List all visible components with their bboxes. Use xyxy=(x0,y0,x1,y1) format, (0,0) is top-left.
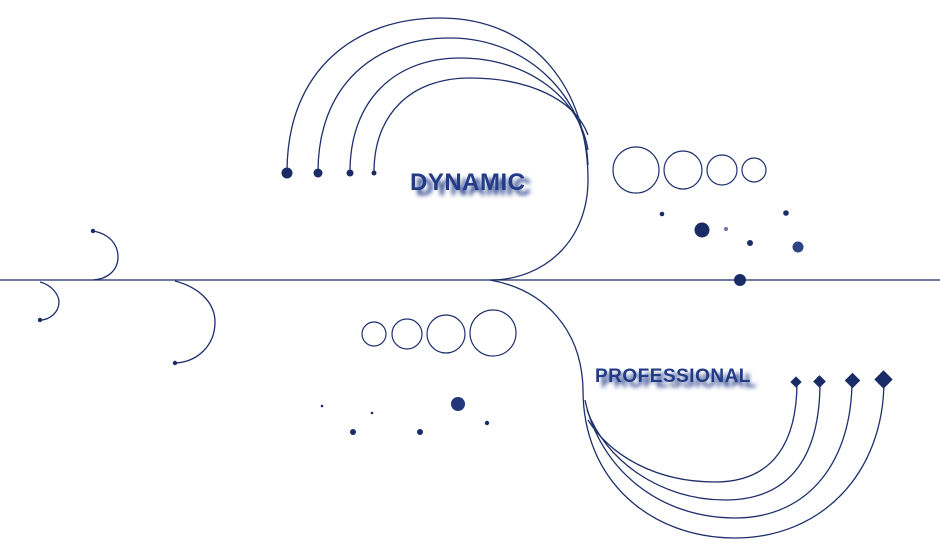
endpoint-dot xyxy=(371,170,377,176)
left-scatter-dots xyxy=(320,397,490,435)
bottom-arc-endpoints xyxy=(790,370,893,389)
scatter-dot xyxy=(747,240,753,246)
top-arc-outer xyxy=(286,17,589,281)
endpoint-dot xyxy=(313,168,323,178)
bottom-arc-2 xyxy=(584,379,853,519)
outline-ring xyxy=(612,146,660,194)
word-professional: PROFESSIONAL PROFESSIONAL xyxy=(595,366,757,392)
scatter-dot xyxy=(370,411,374,415)
bottom-arc-outer xyxy=(582,379,885,539)
outline-ring xyxy=(706,154,738,186)
scatter-dot xyxy=(484,420,490,426)
diamond-endpoint xyxy=(813,375,826,388)
scatter-dot xyxy=(659,211,665,217)
right-scatter-dots xyxy=(659,210,804,286)
left-hook-large xyxy=(174,280,216,364)
scatter-dot xyxy=(792,241,804,253)
word-professional-shadow: PROFESSIONAL xyxy=(601,371,757,392)
endpoint-dot xyxy=(281,167,293,179)
word-professional-text: PROFESSIONAL xyxy=(595,366,751,387)
outline-ring xyxy=(663,150,703,190)
outline-ring xyxy=(391,318,423,350)
top-arc-3 xyxy=(349,57,589,173)
endpoint-dot xyxy=(346,169,354,177)
left-hook-group xyxy=(39,230,216,364)
word-dynamic: DYNAMIC DYNAMIC xyxy=(410,169,532,201)
outline-ring xyxy=(741,157,767,183)
scatter-dot xyxy=(451,397,465,411)
scatter-dot xyxy=(724,227,728,231)
diamond-endpoint xyxy=(790,376,802,388)
bottom-arc-connector xyxy=(489,279,584,391)
scatter-dot xyxy=(417,429,423,435)
scatter-dot xyxy=(320,404,324,408)
top-arc-inner xyxy=(373,77,589,173)
scatter-dot xyxy=(350,429,356,435)
word-dynamic-shadow: DYNAMIC xyxy=(416,174,532,201)
top-right-rings xyxy=(612,146,767,194)
left-hook-lower xyxy=(39,281,60,321)
hook-dot xyxy=(37,317,43,323)
word-dynamic-text: DYNAMIC xyxy=(410,169,526,196)
bottom-left-rings xyxy=(361,309,517,357)
scatter-dot xyxy=(694,222,710,238)
scatter-dot xyxy=(734,274,746,286)
top-arc-endpoints xyxy=(281,167,377,179)
bottom-arc-inner xyxy=(587,381,798,483)
outline-ring xyxy=(361,321,387,347)
left-hook-upper xyxy=(92,230,119,281)
top-arc-2 xyxy=(317,37,589,173)
scatter-dot xyxy=(783,210,789,216)
outline-ring xyxy=(426,314,466,354)
left-hook-dots xyxy=(37,228,178,366)
bottom-arc-group xyxy=(489,279,885,539)
hook-dot xyxy=(90,228,96,234)
hook-dot xyxy=(172,360,178,366)
diamond-endpoint xyxy=(874,370,893,389)
top-arc-group xyxy=(286,17,589,281)
outline-ring xyxy=(469,309,517,357)
diamond-endpoint xyxy=(844,372,861,389)
bottom-arc-3 xyxy=(586,381,821,501)
